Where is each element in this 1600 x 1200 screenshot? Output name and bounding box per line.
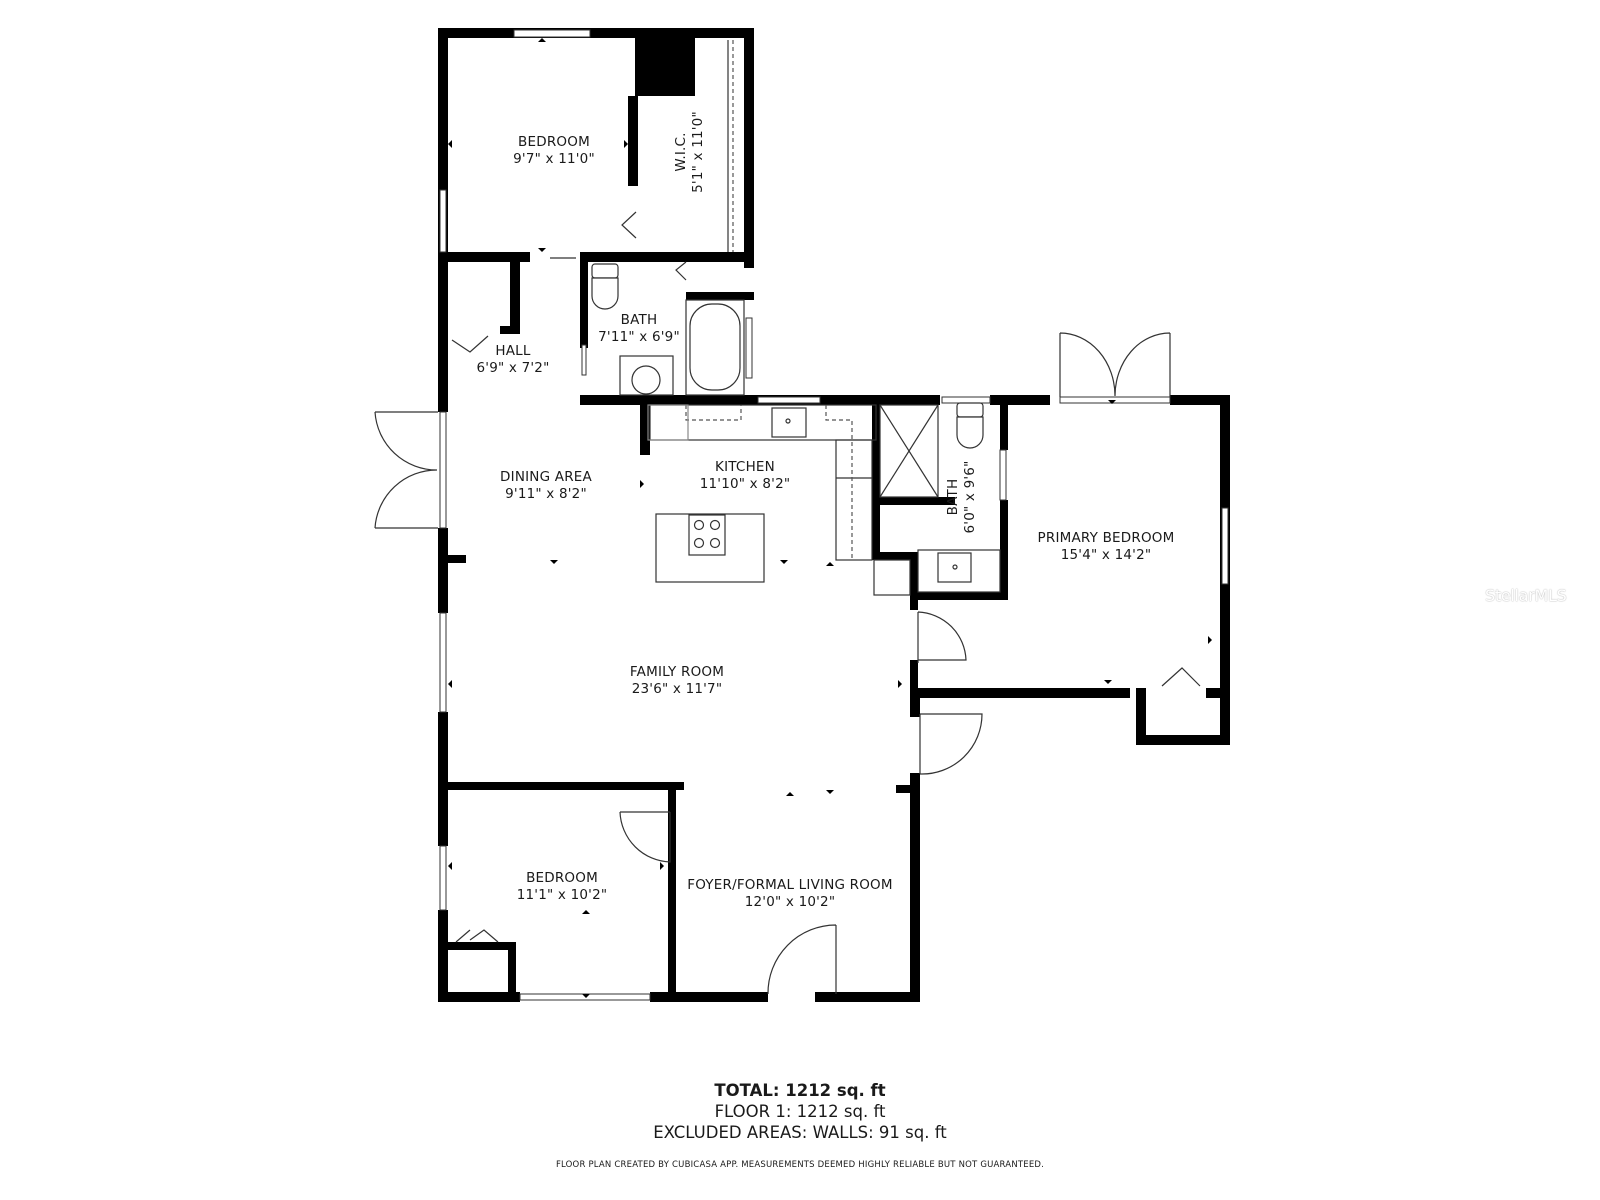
fixtures <box>591 40 1001 596</box>
measurement-markers <box>448 38 1212 998</box>
room-label-kitchen: KITCHEN 11'10" x 8'2" <box>700 459 791 493</box>
total-area: TOTAL: 1212 sq. ft <box>714 1081 886 1100</box>
room-name: FOYER/FORMAL LIVING ROOM <box>687 877 893 893</box>
doors <box>374 211 1201 995</box>
watermark-logo: StellarMLS <box>1485 586 1567 605</box>
room-dimensions: 11'1" x 10'2" <box>516 887 608 903</box>
room-name: BATH <box>620 312 658 328</box>
room-dimensions: 7'11" x 6'9" <box>598 329 680 345</box>
room-label-foyer: FOYER/FORMAL LIVING ROOM 12'0" x 10'2" <box>687 877 892 911</box>
area-totals: TOTAL: 1212 sq. ft FLOOR 1: 1212 sq. ft … <box>0 1080 1600 1143</box>
room-label-family-room: FAMILY ROOM 23'6" x 11'7" <box>630 664 724 698</box>
excluded-area: EXCLUDED AREAS: WALLS: 91 sq. ft <box>653 1123 947 1142</box>
room-label-bath-primary: BATH 6'0" x 9'6" <box>945 461 979 534</box>
room-label-primary-bedroom: PRIMARY BEDROOM 15'4" x 14'2" <box>1038 530 1175 564</box>
room-label-bath-hall: BATH 7'11" x 6'9" <box>598 312 680 346</box>
room-name: BEDROOM <box>526 870 598 886</box>
room-dimensions: 23'6" x 11'7" <box>631 681 723 697</box>
walls <box>438 28 1230 1002</box>
room-dimensions: 9'7" x 11'0" <box>513 151 595 167</box>
room-name: KITCHEN <box>715 459 775 475</box>
room-label-hall: HALL 6'9" x 7'2" <box>477 343 550 377</box>
disclaimer: FLOOR PLAN CREATED BY CUBICASA APP. MEAS… <box>555 1160 1045 1170</box>
room-dimensions: 6'9" x 7'2" <box>476 360 550 376</box>
room-dimensions: 5'1" x 11'0" <box>690 111 706 193</box>
room-name: HALL <box>495 343 531 359</box>
room-name: W.I.C. <box>673 132 689 172</box>
floor1-area: FLOOR 1: 1212 sq. ft <box>714 1102 886 1121</box>
room-label-wic: W.I.C. 5'1" x 11'0" <box>673 111 707 193</box>
room-name: BEDROOM <box>518 134 590 150</box>
room-dimensions: 11'10" x 8'2" <box>699 476 791 492</box>
room-dimensions: 9'11" x 8'2" <box>505 486 587 502</box>
room-label-bedroom-north: BEDROOM 9'7" x 11'0" <box>513 134 595 168</box>
room-dimensions: 15'4" x 14'2" <box>1060 547 1152 563</box>
room-dimensions: 6'0" x 9'6" <box>962 460 978 534</box>
room-dimensions: 12'0" x 10'2" <box>744 894 836 910</box>
room-name: PRIMARY BEDROOM <box>1037 530 1175 546</box>
room-label-bedroom-south: BEDROOM 11'1" x 10'2" <box>517 870 608 904</box>
room-name: FAMILY ROOM <box>629 664 725 680</box>
room-name: BATH <box>945 478 961 516</box>
room-name: DINING AREA <box>500 469 592 485</box>
windows <box>439 29 1229 1001</box>
room-label-dining-area: DINING AREA 9'11" x 8'2" <box>500 469 592 503</box>
